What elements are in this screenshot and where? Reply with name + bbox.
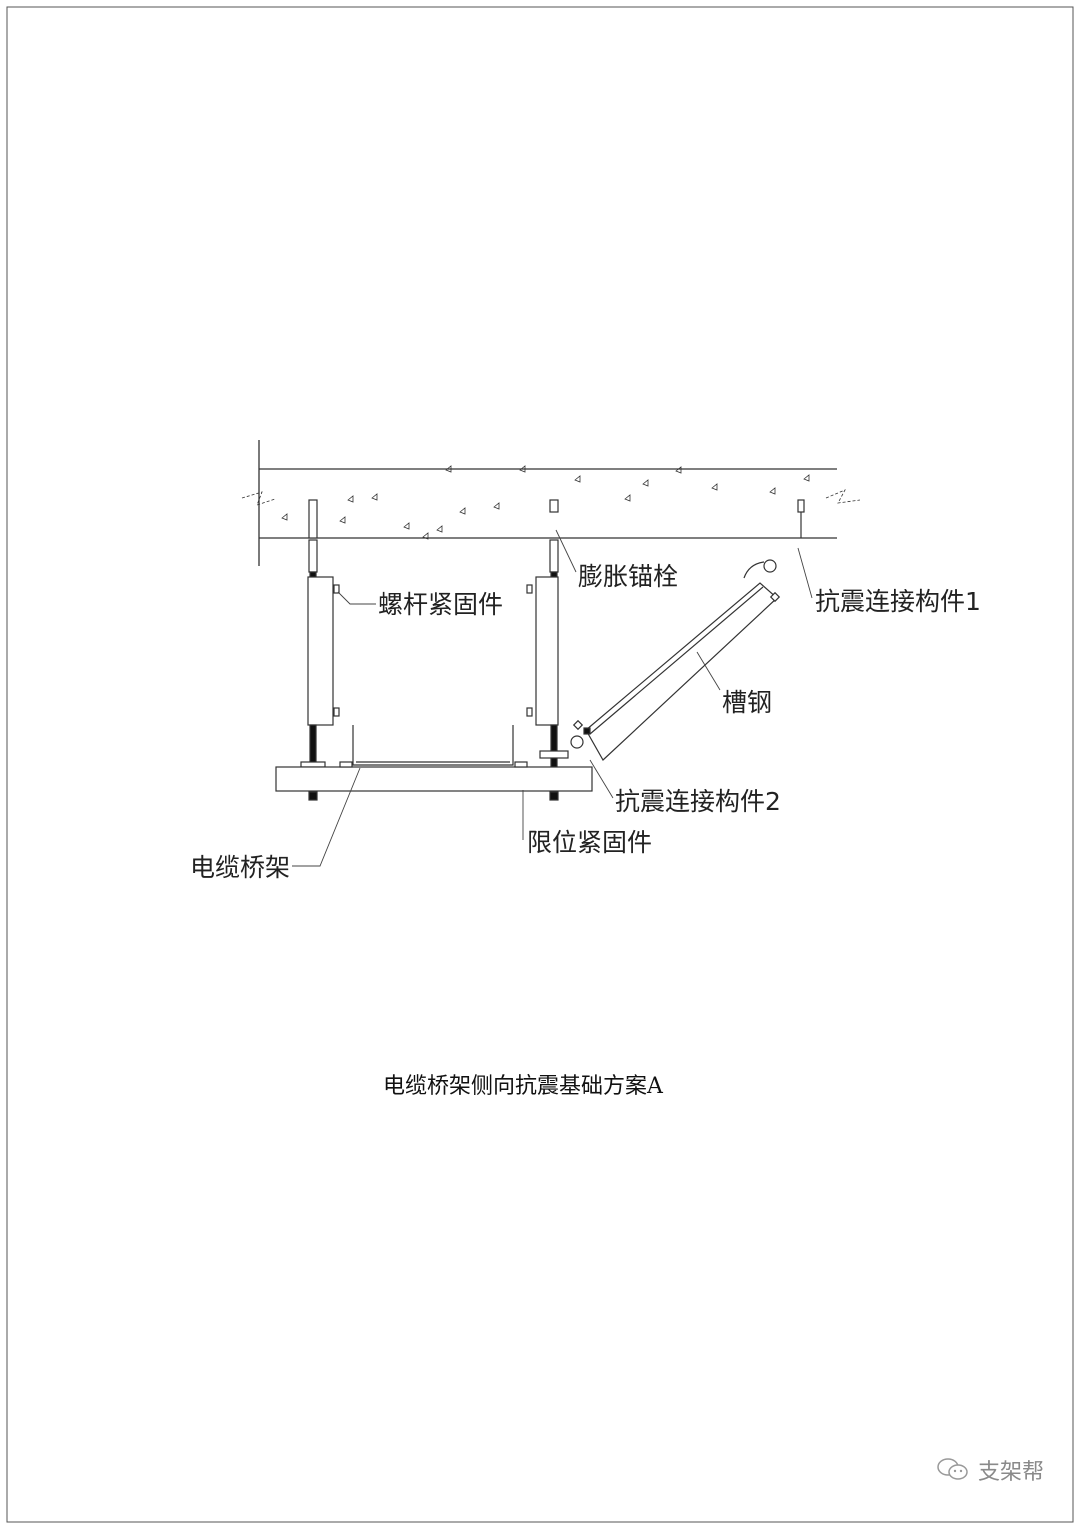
watermark: 支架帮 [936,1454,1044,1486]
drawing-title: 电缆桥架侧向抗震基础方案A [383,1074,663,1099]
label-limit-fastener: 限位紧固件 [527,828,653,857]
channel-steel-brace [570,499,805,761]
label-expansion-anchor: 膨胀锚栓 [578,562,679,591]
page-border [6,6,1074,1523]
right-hanger [526,499,569,801]
label-seismic-connector-2: 抗震连接构件2 [615,787,781,816]
label-rod-fastener: 螺杆紧固件 [378,590,504,619]
cable-tray [275,725,593,792]
label-cable-tray: 电缆桥架 [190,853,291,882]
label-channel-steel: 槽钢 [722,688,773,717]
label-seismic-connector-1: 抗震连接构件1 [815,587,981,616]
leader-lines [292,529,813,867]
wechat-icon [937,1458,968,1480]
watermark-text: 支架帮 [978,1460,1045,1485]
left-hanger [300,499,340,801]
concrete-slab [241,440,861,566]
